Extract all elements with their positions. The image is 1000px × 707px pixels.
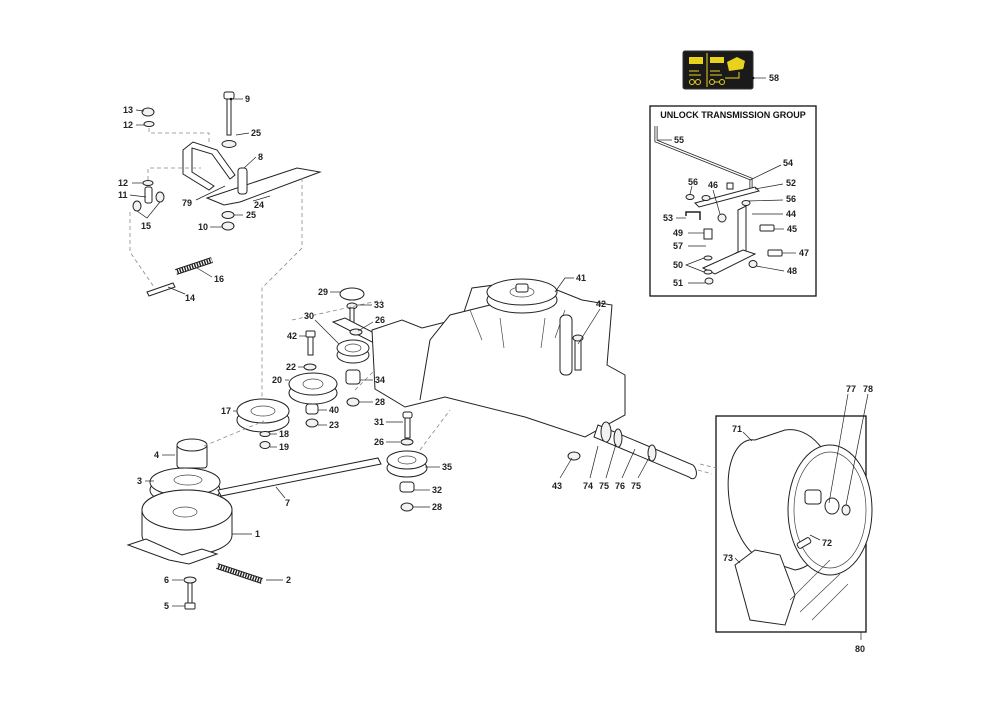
label-58: 58	[769, 73, 779, 83]
inset-title: UNLOCK TRANSMISSION GROUP	[660, 110, 806, 120]
label-18: 18	[279, 429, 289, 439]
label-35: 35	[442, 462, 452, 472]
label-48: 48	[787, 266, 797, 276]
label-47: 47	[799, 248, 809, 258]
label-49: 49	[673, 228, 683, 238]
label-8: 8	[258, 152, 263, 162]
label-3: 3	[137, 476, 142, 486]
transmission-body	[371, 278, 713, 480]
clutch-assembly	[126, 420, 382, 610]
label-56b: 56	[786, 194, 796, 204]
label-78: 78	[863, 384, 873, 394]
label-25b: 25	[246, 210, 256, 220]
label-13: 13	[123, 105, 133, 115]
label-7: 7	[285, 498, 290, 508]
decal-pictograms	[689, 57, 745, 71]
label-55: 55	[674, 135, 684, 145]
label-80: 80	[855, 644, 865, 654]
label-44: 44	[786, 209, 796, 219]
label-28a: 28	[375, 397, 385, 407]
label-17: 17	[221, 406, 231, 416]
label-22: 22	[286, 362, 296, 372]
label-32: 32	[432, 485, 442, 495]
inset-unlock-transmission: UNLOCK TRANSMISSION GROUP 55 54 56 46 52	[649, 105, 817, 297]
label-33: 33	[374, 300, 384, 310]
label-75b: 75	[631, 481, 641, 491]
main-labels: 9 13 12 25 8 12 11 79 24 15 25 10 16 14 …	[118, 94, 651, 611]
label-2: 2	[286, 575, 291, 585]
label-43: 43	[552, 481, 562, 491]
wheel-labels: 77 78 71 72 73 80	[723, 384, 873, 654]
decal-background	[682, 50, 754, 90]
label-10: 10	[198, 222, 208, 232]
label-53: 53	[663, 213, 673, 223]
bracket-assembly	[129, 91, 322, 413]
label-26b: 26	[374, 437, 384, 447]
label-12a: 12	[123, 120, 133, 130]
label-25a: 25	[251, 128, 261, 138]
label-72: 72	[822, 538, 832, 548]
label-57: 57	[673, 241, 683, 251]
label-71: 71	[732, 424, 742, 434]
label-73: 73	[723, 553, 733, 563]
label-79: 79	[182, 198, 192, 208]
spring-16	[175, 257, 213, 275]
label-31: 31	[374, 417, 384, 427]
label-42a: 42	[287, 331, 297, 341]
decal-symbols	[689, 70, 740, 85]
label-26a: 26	[375, 315, 385, 325]
label-51: 51	[673, 278, 683, 288]
label-12b: 12	[118, 178, 128, 188]
label-46: 46	[708, 180, 718, 190]
label-16: 16	[214, 274, 224, 284]
label-54: 54	[783, 158, 793, 168]
label-9: 9	[245, 94, 250, 104]
label-56a: 56	[688, 177, 698, 187]
label-29: 29	[318, 287, 328, 297]
label-20: 20	[272, 375, 282, 385]
label-42b: 42	[596, 299, 606, 309]
label-19: 19	[279, 442, 289, 452]
decal-58: 58	[682, 50, 779, 90]
label-15: 15	[141, 221, 151, 231]
label-23: 23	[329, 420, 339, 430]
label-75a: 75	[599, 481, 609, 491]
label-11: 11	[118, 190, 128, 200]
label-4: 4	[154, 450, 159, 460]
label-40: 40	[329, 405, 339, 415]
label-28b: 28	[432, 502, 442, 512]
label-50: 50	[673, 260, 683, 270]
label-74: 74	[583, 481, 593, 491]
inset-wheel: 77 78 71 72 73 80	[699, 384, 873, 654]
inset-frame	[649, 105, 817, 297]
label-6: 6	[164, 575, 169, 585]
label-30: 30	[304, 311, 314, 321]
label-24: 24	[254, 200, 264, 210]
label-1: 1	[255, 529, 260, 539]
label-76: 76	[615, 481, 625, 491]
label-5: 5	[164, 601, 169, 611]
label-77: 77	[846, 384, 856, 394]
label-45: 45	[787, 224, 797, 234]
label-52: 52	[786, 178, 796, 188]
inset-labels: 55 54 56 46 52 56 53 44 49 45 57 47 50 4…	[658, 135, 809, 288]
label-41: 41	[576, 273, 586, 283]
label-14: 14	[185, 293, 195, 303]
label-34: 34	[375, 375, 385, 385]
